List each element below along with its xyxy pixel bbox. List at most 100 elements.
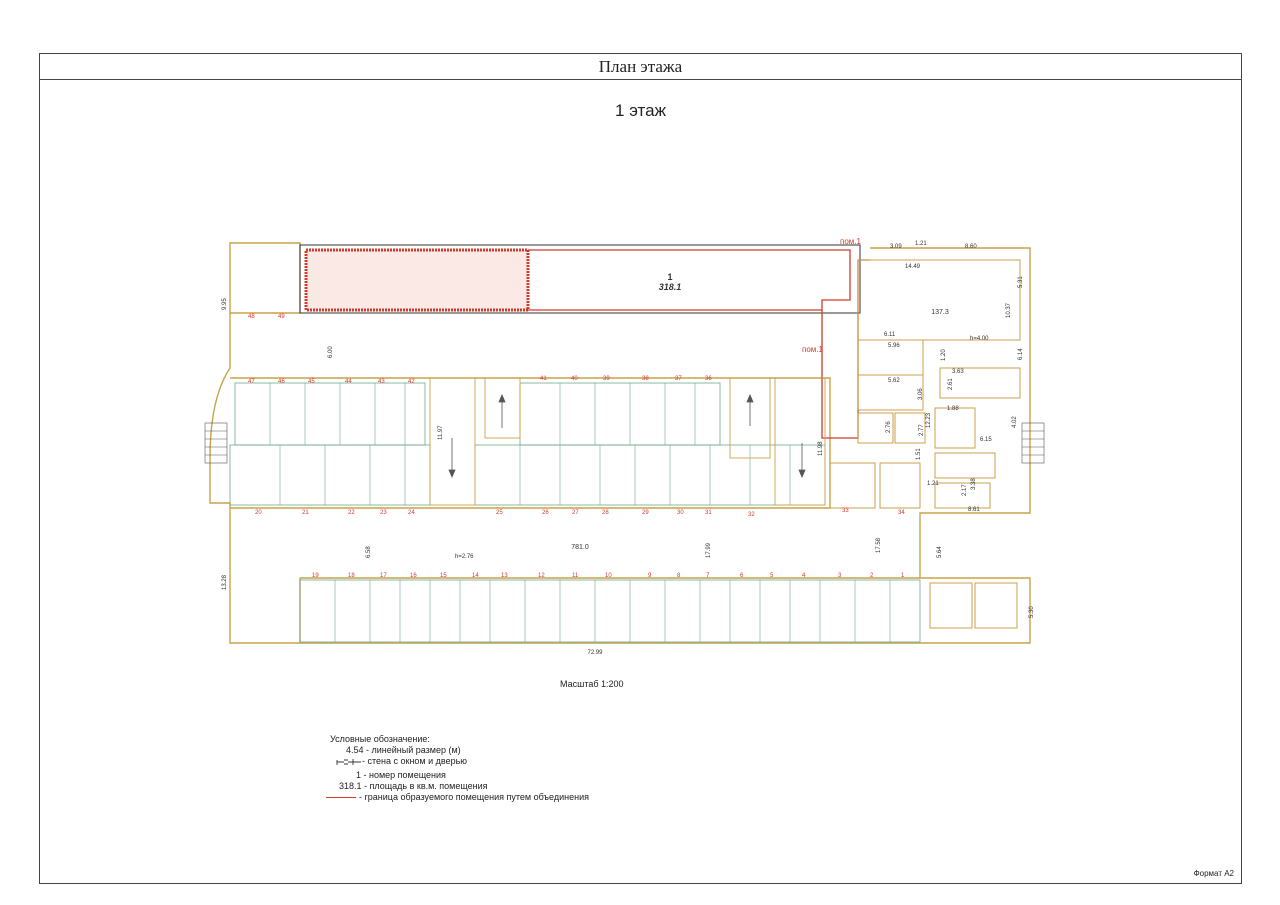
dimension: 2.76 [886, 421, 892, 433]
dimension: 8.60 [965, 244, 977, 250]
top-strip [299, 244, 870, 439]
cell-number: 18 [348, 573, 355, 579]
arrow-head [448, 469, 456, 479]
cell-number: 14 [472, 573, 479, 579]
top-strip-outline [299, 244, 861, 314]
cell-number: 5 [770, 573, 774, 579]
red-boundary-swatch [326, 797, 356, 798]
cell-number: 7 [706, 573, 710, 579]
cell-number: 33 [842, 508, 849, 514]
arrow-head [498, 393, 506, 403]
legend-number-text: 1 - номер помещения [356, 770, 446, 780]
red-hatched-zone [304, 248, 530, 312]
cell-number: 31 [705, 510, 712, 516]
cell-block [229, 444, 431, 506]
cell-number: 16 [410, 573, 417, 579]
cell-number: 29 [642, 510, 649, 516]
labels: 1 318.1 пом.1 пом.1 137.3 h=4.00 781.0 h… [222, 237, 1035, 656]
wall-symbol [336, 758, 361, 765]
cell-number: 26 [542, 510, 549, 516]
cell-block [474, 444, 826, 506]
cell-number: 49 [278, 314, 285, 320]
room [974, 582, 1018, 629]
dimension: 2.61 [948, 378, 954, 390]
cell-number: 37 [675, 376, 682, 382]
room [857, 259, 1021, 341]
dimension: 6.15 [980, 437, 992, 443]
room [939, 367, 1021, 399]
dimension: 13.28 [222, 574, 228, 590]
dimension: 3.09 [890, 244, 902, 250]
legend-wall-text: - стена с окном и дверью [362, 756, 468, 766]
sheet-title: План этажа [40, 54, 1241, 80]
dimension: 17.99 [706, 542, 712, 558]
cell-block [519, 382, 721, 446]
legend-heading-text: Условные обозначение: [330, 734, 430, 744]
scale-note: Масштаб 1:200 [560, 679, 624, 689]
cell-number: 13 [501, 573, 508, 579]
dimension: 6.14 [1018, 348, 1024, 360]
cell-number: 48 [248, 314, 255, 320]
cell-number: 41 [540, 376, 547, 382]
dimension: 1.21 [915, 241, 927, 247]
cell-number: 8 [677, 573, 681, 579]
cell-number: 1 [901, 573, 905, 579]
cell-number: 36 [705, 376, 712, 382]
cell-number: 25 [496, 510, 503, 516]
right-rooms [829, 259, 1021, 629]
dimension: 11.97 [438, 425, 444, 440]
cell-number: 10 [605, 573, 612, 579]
cell-number: 27 [572, 510, 579, 516]
room [879, 462, 921, 509]
legend-item-number: 1 - номер помещения [330, 770, 589, 781]
room [857, 374, 924, 411]
dimension: 14.49 [905, 264, 921, 270]
legend-item-wall: - стена с окном и дверью [330, 756, 589, 767]
cell-numbers: 48 49 47 46 45 44 43 42 41 40 39 38 37 3… [248, 314, 905, 579]
room1-height: h=4.00 [970, 336, 989, 342]
dimension: 6.00 [328, 346, 334, 358]
cell-number: 32 [748, 512, 755, 518]
room [934, 452, 996, 479]
cell-number: 43 [378, 379, 385, 385]
dimension: 5.64 [937, 546, 943, 558]
hall-height: h=2.76 [455, 554, 474, 560]
cell-number: 42 [408, 379, 415, 385]
combined-room-tag: пом.1 [840, 237, 862, 246]
cell-block [299, 579, 921, 643]
arrow-head [798, 469, 806, 479]
cell-number: 28 [602, 510, 609, 516]
dimension: 1.20 [941, 349, 947, 361]
dimension: 6.58 [366, 546, 372, 558]
ramp [729, 377, 771, 459]
cell-number: 22 [348, 510, 355, 516]
dimension: 8.61 [968, 507, 980, 513]
ramp [484, 377, 521, 439]
dimension: 12.23 [926, 412, 932, 428]
room [929, 582, 973, 629]
cell-number: 15 [440, 573, 447, 579]
legend-item-area: 318.1 - площадь в кв.м. помещения [330, 781, 589, 792]
cell-number: 4 [802, 573, 806, 579]
dimension: 5.62 [888, 378, 900, 384]
cell-number: 34 [898, 510, 905, 516]
cell-number: 20 [255, 510, 262, 516]
cell-number: 24 [408, 510, 415, 516]
ramp [774, 377, 826, 506]
dimension: 3.38 [971, 478, 977, 490]
room1-area: 137.3 [931, 309, 949, 316]
dimension: 11.98 [818, 441, 824, 456]
outer-wall-path [209, 247, 1031, 644]
legend-item-boundary: - граница образуемого помещения путем об… [326, 792, 589, 803]
cell-number: 2 [870, 573, 874, 579]
ramp [429, 377, 476, 506]
cell-number: 17 [380, 573, 387, 579]
cell-dividers [269, 383, 791, 505]
cell-number: 21 [302, 510, 309, 516]
cell-number: 44 [345, 379, 352, 385]
ramps [429, 377, 826, 506]
combined-room-area: 318.1 [659, 282, 682, 292]
floor-title: 1 этаж [615, 101, 666, 120]
cell-number: 3 [838, 573, 842, 579]
legend-area-text: 318.1 - площадь в кв.м. помещения [339, 781, 488, 791]
